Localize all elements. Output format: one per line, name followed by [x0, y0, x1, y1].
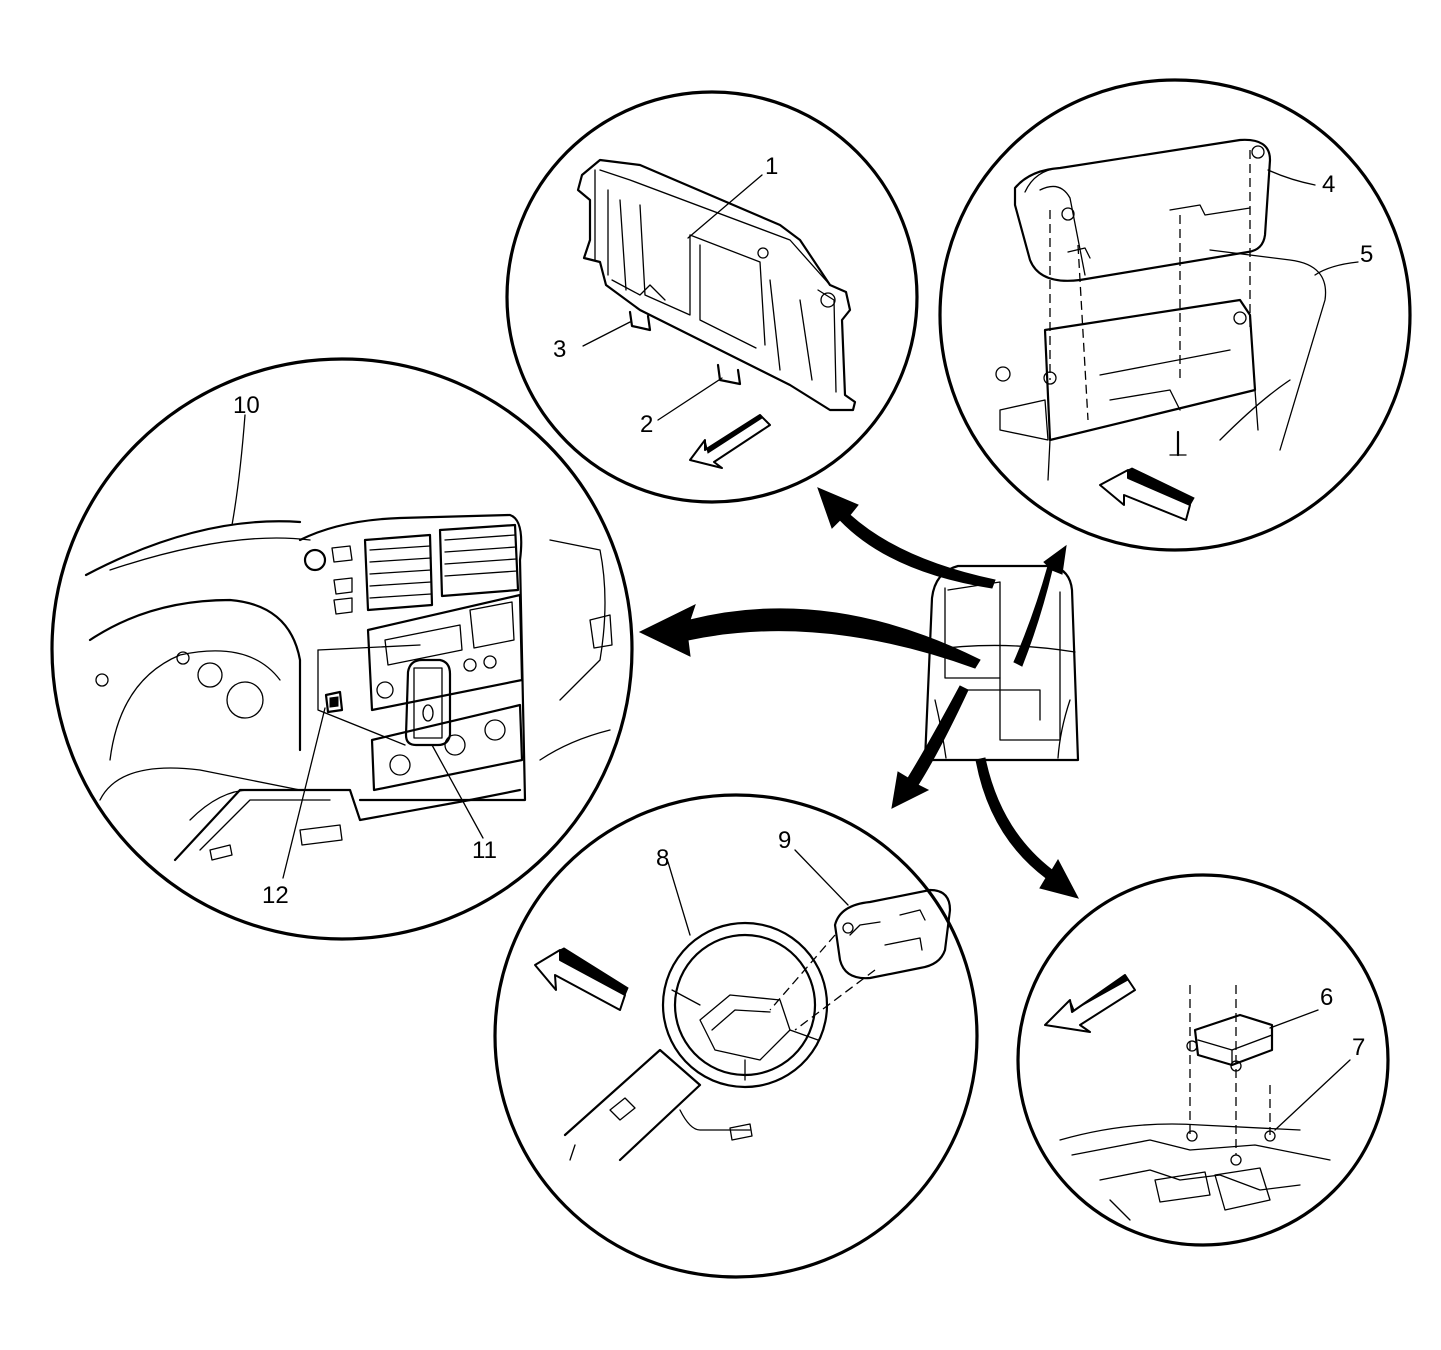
detail-sensing-module [1016, 873, 1390, 1247]
callout-labels: 1 2 3 4 5 6 7 8 9 10 11 12 [233, 153, 1373, 1061]
locator-arrows [638, 487, 1079, 899]
callout-8: 8 [656, 845, 669, 872]
callout-10: 10 [233, 392, 260, 419]
callout-5: 5 [1360, 241, 1373, 268]
detail-instrument-panel [50, 357, 634, 941]
callout-9: 9 [778, 827, 791, 854]
detail-front-sensor [505, 90, 919, 504]
callout-12: 12 [262, 882, 289, 909]
detail-driver-airbag [493, 793, 979, 1279]
callout-7: 7 [1352, 1034, 1365, 1061]
callout-4: 4 [1322, 171, 1335, 198]
callout-11: 11 [472, 837, 497, 864]
detail-passenger-airbag [938, 78, 1412, 552]
callout-1: 1 [765, 153, 778, 180]
callout-2: 2 [640, 411, 653, 438]
callout-3: 3 [553, 336, 566, 363]
callout-6: 6 [1320, 984, 1333, 1011]
